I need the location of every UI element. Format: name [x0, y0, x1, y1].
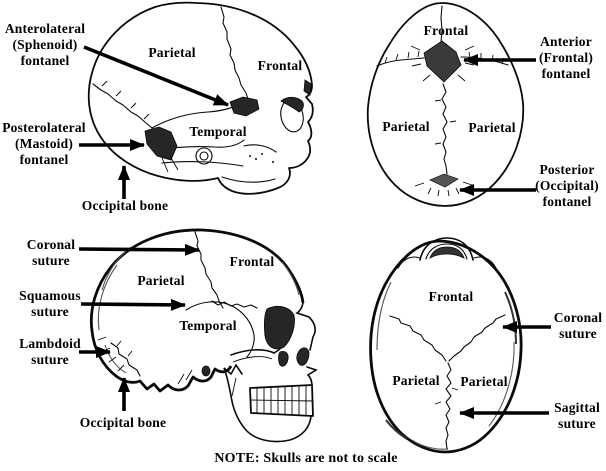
- label-posterior-occipital-fontanel: Posterior (Occipital) fontanel: [535, 162, 599, 209]
- mastoid-fontanel: [144, 126, 178, 161]
- infant-coronal-suture-left: [376, 57, 425, 67]
- adult-squamous-suture: [185, 301, 255, 358]
- adult-coronal-suture-top: [389, 315, 447, 362]
- squamous-suture-arrow: [80, 298, 186, 311]
- callout-arrows: [78, 45, 551, 419]
- anterior-fontanel: [423, 40, 462, 83]
- posterior-fontanel: [429, 173, 459, 188]
- label-infant-lateral-temporal: Temporal: [189, 124, 247, 139]
- label-coronal-suture-lateral: Coronal suture: [26, 237, 76, 268]
- label-adult-superior-frontal: Frontal: [428, 289, 474, 304]
- label-coronal-suture-superior: Coronal suture: [553, 310, 603, 341]
- nasal-brow-from-above: [419, 237, 474, 261]
- adult-lambdoid-suture: [110, 342, 141, 377]
- label-lambdoid-suture: Lambdoid suture: [19, 336, 81, 367]
- sphenoid-fontanel: [229, 96, 260, 117]
- adult-sagittal-suture: [445, 362, 452, 450]
- label-sagittal-suture: Sagittal suture: [554, 400, 600, 431]
- label-squamous-suture: Squamous suture: [19, 288, 81, 319]
- adult-skull-superior-view: [369, 237, 523, 454]
- label-adult-lateral-parietal: Parietal: [137, 273, 185, 288]
- infant-sagittal-suture: [441, 83, 448, 175]
- label-adult-superior-parietal-right: Parietal: [460, 374, 508, 389]
- label-infant-superior-parietal-left: Parietal: [382, 119, 430, 134]
- nasal-aperture: [296, 347, 310, 366]
- infant-skull-lateral-view: [87, 1, 314, 195]
- zygomatic-arch: [230, 349, 275, 356]
- adult-skull-lateral-view: [89, 228, 318, 443]
- scale-note: NOTE: Skulls are not to scale: [214, 451, 398, 466]
- metopic-suture: [440, 5, 443, 43]
- label-adult-lateral-temporal: Temporal: [179, 318, 237, 333]
- label-adult-occipital-bone: Occipital bone: [79, 415, 167, 430]
- label-infant-superior-frontal: Frontal: [423, 23, 469, 38]
- label-infant-lateral-frontal: Frontal: [257, 58, 303, 73]
- infant-coronal-suture: [220, 6, 249, 100]
- label-adult-lateral-frontal: Frontal: [229, 254, 275, 269]
- ear-canal: [195, 147, 213, 165]
- label-posterolateral-mastoid-fontanel: Posterolateral (Mastoid) fontanel: [2, 120, 86, 167]
- label-adult-superior-parietal-left: Parietal: [392, 373, 440, 388]
- infant-skull-superior-view: [366, 2, 525, 207]
- coronal-suture-arrow-lateral: [78, 243, 200, 256]
- label-infant-occipital-bone: Occipital bone: [81, 198, 169, 213]
- sphenoid-fontanel-arrow: [83, 45, 229, 107]
- mandible: [223, 363, 312, 443]
- label-anterior-frontal-fontanel: Anterior (Frontal) fontanel: [538, 34, 594, 81]
- label-anterolateral-sphenoid-fontanel: Anterolateral (Sphenoid) fontanel: [4, 21, 86, 68]
- label-infant-superior-parietal-right: Parietal: [468, 120, 516, 135]
- infant-lambdoid-suture: [92, 83, 153, 129]
- adult-eye-orbit: [264, 305, 295, 350]
- label-infant-lateral-parietal: Parietal: [148, 45, 196, 60]
- ear-opening: [201, 365, 211, 377]
